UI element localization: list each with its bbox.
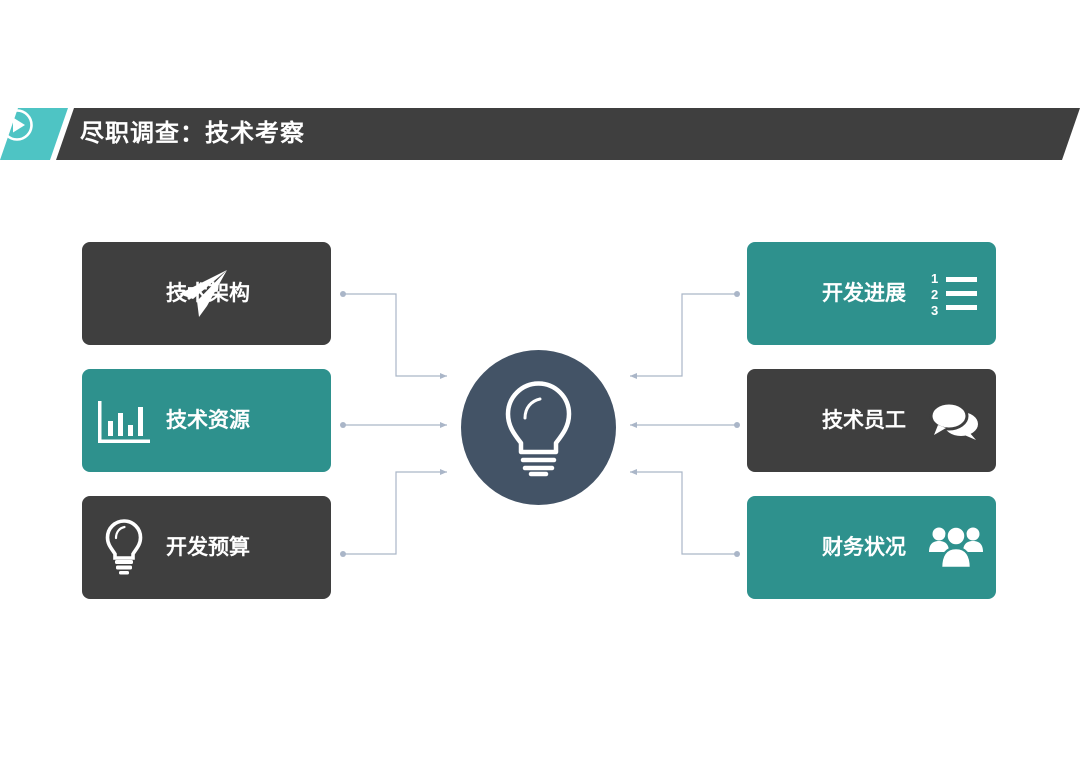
- box-label: 技术架构: [166, 282, 250, 305]
- title-band: [56, 108, 1080, 160]
- box-tech-staff[interactable]: 技术员工: [747, 369, 996, 472]
- chat-bubbles-icon: [929, 401, 978, 440]
- connector-right-1: [630, 293, 737, 379]
- svg-text:3: 3: [931, 303, 938, 318]
- connector-left-1: [343, 293, 447, 379]
- connector-left-3: [343, 469, 447, 555]
- box-label: 技术资源: [166, 409, 250, 432]
- box-label: 开发预算: [166, 536, 250, 559]
- box-dev-progress[interactable]: 1 2 3 开发进展: [747, 242, 996, 345]
- numbered-list-icon: 1 2 3: [931, 271, 977, 318]
- box-label: 财务状况: [822, 536, 906, 559]
- box-dev-budget[interactable]: 开发预算: [82, 496, 331, 599]
- paper-plane-icon: [179, 270, 227, 317]
- people-group-icon: [929, 525, 983, 570]
- svg-text:1: 1: [931, 271, 938, 286]
- central-hub: [461, 350, 616, 505]
- lightbulb-icon: [105, 519, 143, 575]
- svg-text:2: 2: [931, 287, 938, 302]
- play-circle-icon[interactable]: [0, 108, 34, 142]
- box-label: 开发进展: [822, 282, 906, 305]
- title-bar: 尽职调查：技术考察: [0, 108, 1080, 160]
- box-label: 技术员工: [822, 409, 906, 432]
- connector-right-3: [630, 469, 737, 555]
- lightbulb-icon: [505, 381, 572, 477]
- box-financial-status[interactable]: 财务状况: [747, 496, 996, 599]
- page-title: 尽职调查：技术考察: [80, 120, 305, 147]
- box-tech-architecture[interactable]: 技术架构: [82, 242, 331, 345]
- box-tech-resources[interactable]: 技术资源: [82, 369, 331, 472]
- bar-chart-icon: [98, 401, 150, 443]
